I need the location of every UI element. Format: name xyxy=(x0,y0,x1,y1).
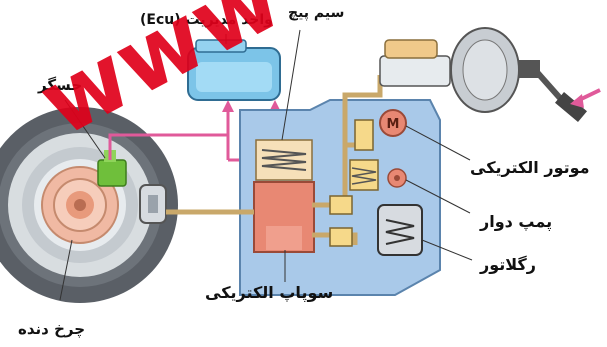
svg-text:M: M xyxy=(387,117,400,132)
pump-label: پمپ دوار xyxy=(480,212,552,231)
ecu-unit xyxy=(188,40,280,100)
electric-valve xyxy=(254,182,314,252)
valve-label: سوپاپ الکتریکی xyxy=(205,283,333,302)
solenoid-coil xyxy=(256,140,312,180)
brake-pedal xyxy=(518,60,587,122)
brake-caliper xyxy=(140,185,166,223)
regulator-label: رگلاتور xyxy=(480,255,536,274)
ecu-label: واحد مدیریت (Ecu) xyxy=(140,12,273,28)
brake-booster xyxy=(451,28,519,112)
gear-label: چرخ دنده xyxy=(18,320,85,338)
motor-label: موتور الکتریکی xyxy=(470,158,590,177)
regulator xyxy=(378,205,422,255)
master-cylinder xyxy=(380,40,450,86)
coil-label: سیم پیچ xyxy=(288,5,344,21)
electric-motor: M xyxy=(380,110,406,136)
wire-arrow-up xyxy=(222,100,234,112)
sensor-label: حسگر xyxy=(38,76,82,94)
